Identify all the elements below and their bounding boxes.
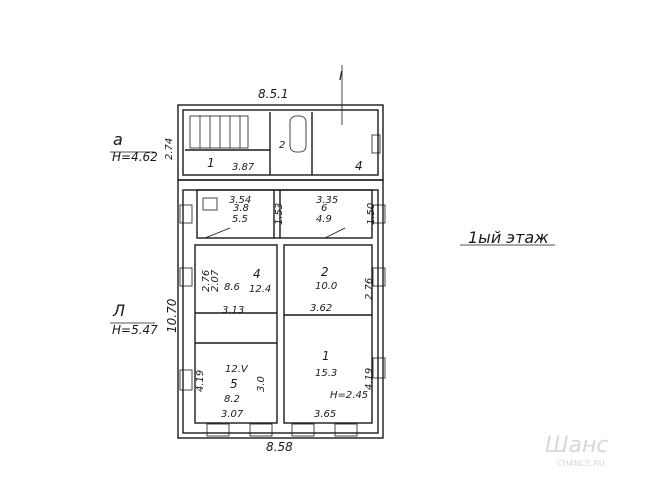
room-number: 5 [230,377,238,391]
block-a-side-dim: 2.74 [164,138,175,160]
watermark-logo: Шанс [545,433,609,458]
block-a-height: H=4.62 [112,150,158,164]
room-number: 3.8 [233,203,249,214]
room-number: 4 [355,159,363,173]
room-dimension: 2.07 [210,269,221,292]
floor-label: 1ый этаж [468,228,549,247]
room-dimension: 3.54 [229,195,251,206]
block-l-side-dim: 10.70 [165,298,179,333]
room-label: 12.V [225,364,249,375]
section-mark: I [339,69,343,83]
room-area: 4.9 [316,214,332,225]
room-number: 1 [207,156,215,170]
block-l-letter: Л [112,301,125,320]
room-dimension: 3.87 [232,162,255,173]
room-number: 1 [322,349,330,363]
room-area: 8.6 [224,282,240,293]
watermark-site: CHANCE.RU [557,459,605,468]
room-number: 2 [321,265,329,279]
room-dimension: 3.65 [314,409,336,420]
block-l-height: H=5.47 [112,323,158,337]
top-dimension: 8.5.1 [258,87,289,101]
room-number: 2 [279,140,285,151]
room-dimension: 3.0 [256,376,267,392]
block-a-letter: а [113,130,123,149]
room-area: 5.5 [232,214,248,225]
room-area: 8.2 [224,394,240,405]
room-dimension: 3.62 [310,303,332,314]
room-dimension: 2.76 [201,270,212,292]
room-area: 15.3 [315,368,337,379]
room-dimension: 3.13 [222,305,244,316]
room-area: 12.4 [249,284,271,295]
room-height: H=2.45 [330,390,368,401]
room-dimension: 3.07 [221,409,244,420]
room-dimension: 4.19 [364,368,375,390]
room-number: 4 [253,267,261,281]
room-dimension: 2.76 [364,278,375,300]
bottom-dimension: 8.58 [266,440,293,454]
room-dimension: 1.50 [366,203,377,225]
room-dimension: 1.53 [274,203,285,225]
room-dimension: 3.35 [316,195,338,206]
room-dimension: 4.19 [195,370,206,392]
room-number: 6 [321,203,327,214]
room-area: 10.0 [315,281,337,292]
walls [110,65,555,439]
